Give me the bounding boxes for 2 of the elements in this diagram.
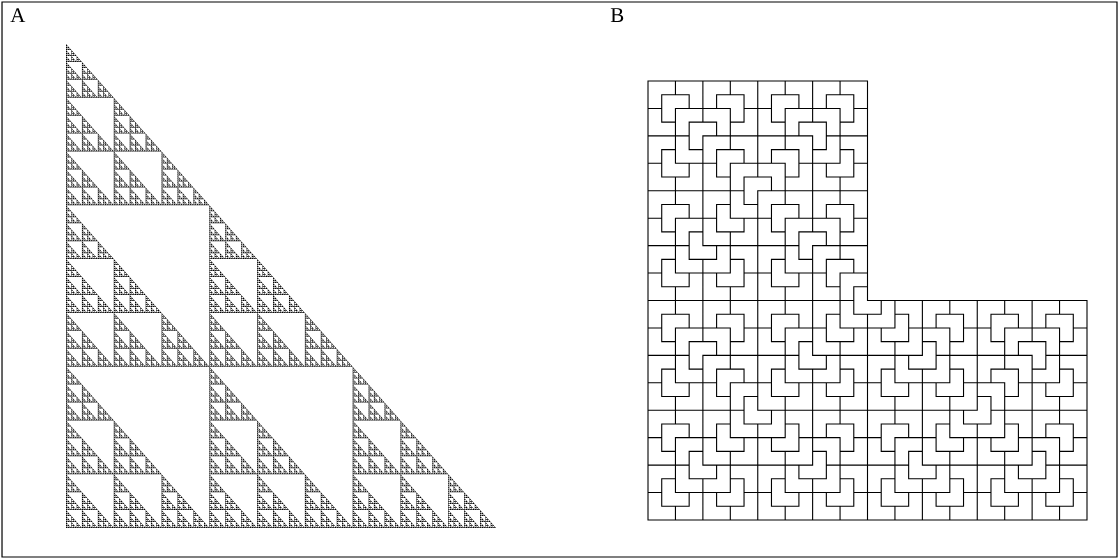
panel-letter: B bbox=[610, 8, 624, 22]
panel-letter: A bbox=[10, 8, 26, 23]
